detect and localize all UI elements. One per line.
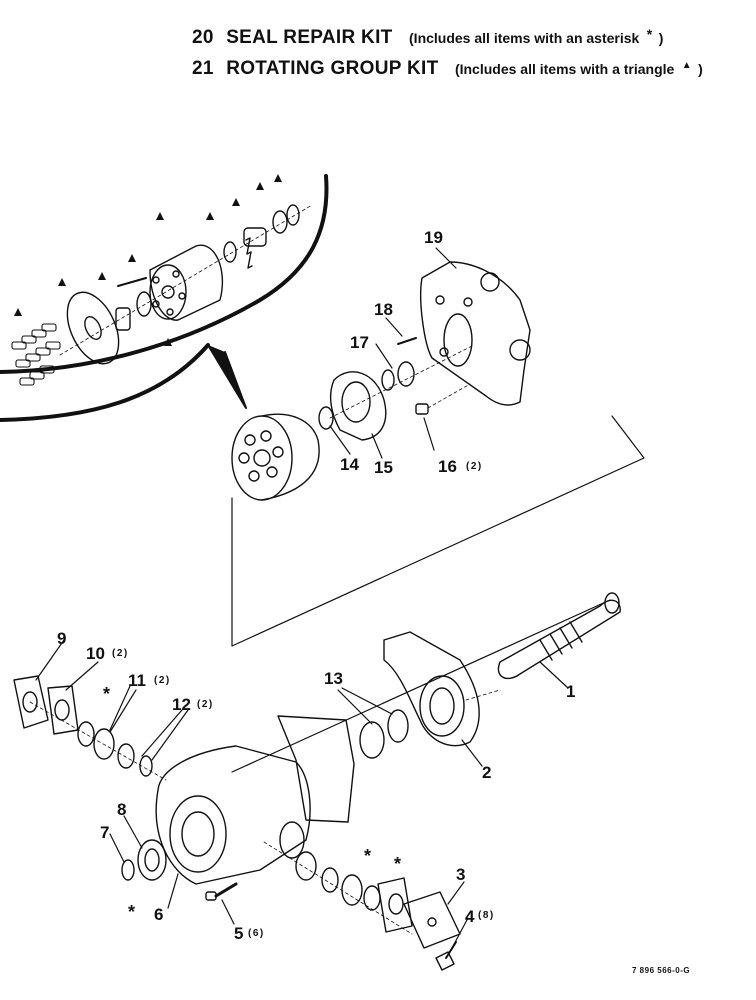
rotating-group-assembly (231, 413, 320, 501)
asterisk-symbol: * (646, 26, 653, 42)
callout-3: 3 (456, 865, 465, 884)
callout-14: 14 (340, 455, 359, 474)
triangle-marker (274, 174, 282, 182)
retaining-ring-7 (121, 859, 135, 881)
callout-8: 8 (117, 800, 126, 819)
triangle-marker (14, 308, 22, 316)
triangle-marker (232, 198, 240, 206)
leader-lines (35, 247, 569, 949)
bearing-12 (139, 755, 153, 777)
inset-pointer (207, 344, 247, 409)
callout-5: 5 (234, 924, 243, 943)
asterisk-marker: * (128, 902, 135, 922)
triangle-markers (14, 174, 282, 346)
seal-8-inner (144, 848, 160, 872)
callout-10: 10 (86, 644, 105, 663)
gasket-rear (377, 877, 413, 933)
kit-note-close: ) (698, 61, 703, 77)
flange-9 (13, 675, 49, 729)
callout-9: 9 (57, 629, 66, 648)
callout-1: 1 (566, 682, 575, 701)
callout-12: 12 (172, 695, 191, 714)
inset-border (0, 174, 329, 374)
rotating-group-kit-line: 21 ROTATING GROUP KIT (Includes all item… (192, 58, 752, 90)
cover-plate-3 (403, 891, 461, 949)
callout-13: 13 (324, 669, 343, 688)
callout-2: 2 (482, 763, 491, 782)
inset-rotating-group (11, 204, 313, 386)
seal-repair-kit-line: 20 SEAL REPAIR KIT (Includes all items w… (192, 26, 752, 58)
callout-6: 6 (154, 905, 163, 924)
callout-12-qty: (2) (197, 699, 214, 710)
kit-title: ROTATING GROUP KIT (226, 58, 439, 79)
triangle-marker (128, 254, 136, 262)
washer-14 (318, 406, 334, 430)
kit-number: 20 (192, 27, 214, 48)
o-ring-11 (77, 721, 95, 747)
bearing-13 (359, 709, 409, 759)
housing-6 (155, 715, 355, 885)
asterisk-marker: * (103, 684, 110, 704)
race-11 (93, 728, 115, 760)
callout-18: 18 (374, 300, 393, 319)
seal-8 (137, 839, 167, 881)
bearing-17 (381, 361, 415, 391)
triangle-marker (58, 278, 66, 286)
triangle-marker (98, 272, 106, 280)
asterisk-marker: * (394, 854, 401, 874)
triangle-marker (156, 212, 164, 220)
inset-border-bottom (0, 343, 210, 422)
end-cover-19 (420, 261, 531, 406)
port-plate-15 (329, 371, 387, 441)
inset-bolts (11, 323, 61, 386)
shaft-1 (497, 592, 621, 680)
callout-labels: 1 2 3 4 (8) 5 (6) 6 7 8 9 10 (2) 11 (2) … (57, 228, 575, 943)
assembly-connector-lines (231, 415, 645, 773)
dowel-16 (415, 403, 429, 415)
kit-note-close: ) (658, 30, 664, 46)
callout-7: 7 (100, 823, 109, 842)
kit-title: SEAL REPAIR KIT (226, 27, 393, 48)
callout-5-qty: (6) (248, 928, 265, 939)
bearing-rear (295, 851, 381, 911)
callout-4-qty: (8) (478, 910, 495, 921)
figure-reference: 7 896 566-0-G (632, 966, 691, 975)
asterisk-marker: * (364, 846, 371, 866)
kit-note: (Includes all items with a triangle (454, 61, 675, 77)
callout-16: 16 (438, 457, 457, 476)
kit-legend: 20 SEAL REPAIR KIT (Includes all items w… (192, 26, 752, 90)
asterisk-markers: * * * * (103, 684, 401, 922)
swashplate-2 (383, 631, 501, 747)
triangle-marker (256, 182, 264, 190)
callout-17: 17 (350, 333, 369, 352)
callout-16-qty: (2) (466, 461, 483, 472)
callout-10-qty: (2) (112, 648, 129, 659)
triangle-marker (206, 212, 214, 220)
triangle-marker (164, 338, 172, 346)
callout-11: 11 (128, 671, 146, 690)
kit-number: 21 (192, 58, 214, 79)
callout-15: 15 (374, 458, 393, 477)
bolt-5 (205, 882, 238, 901)
kit-note: (Includes all items with an asterisk (409, 30, 640, 46)
callout-11-qty: (2) (154, 675, 171, 686)
triangle-symbol: ▲ (681, 60, 692, 71)
race-12 (117, 743, 135, 769)
pin-18 (397, 337, 417, 345)
callout-4: 4 (465, 907, 475, 926)
callout-19: 19 (424, 228, 443, 247)
